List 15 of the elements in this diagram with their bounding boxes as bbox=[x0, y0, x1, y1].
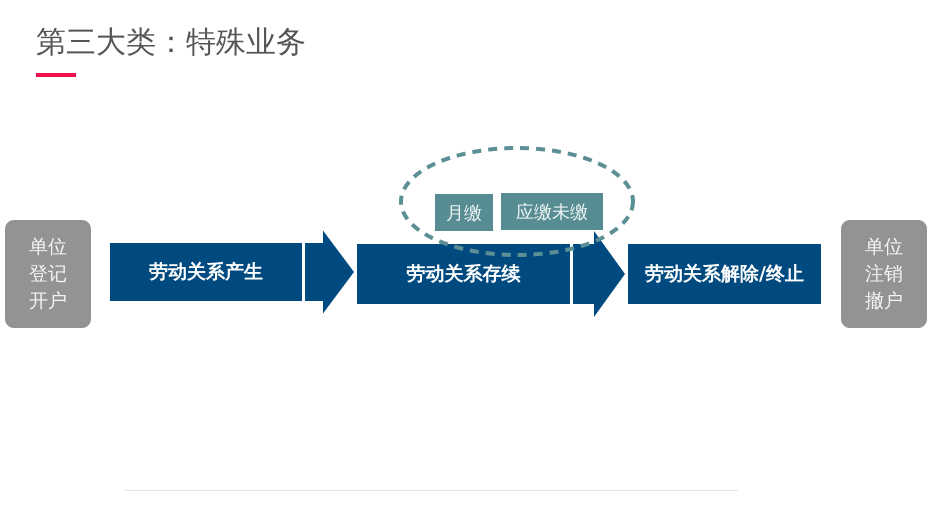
node-label: 应缴未缴 bbox=[516, 200, 588, 224]
process-box bbox=[628, 244, 821, 304]
node-label: 劳动关系解除/终止 bbox=[645, 262, 804, 287]
node-label: 单位注销撤户 bbox=[865, 234, 903, 314]
tag-box bbox=[501, 193, 603, 230]
account-box bbox=[5, 220, 91, 328]
process-box bbox=[357, 244, 570, 304]
node-label: 月缴 bbox=[446, 202, 482, 224]
process-box bbox=[110, 243, 302, 301]
node-label: 单位登记开户 bbox=[29, 234, 67, 314]
node-label: 劳动关系产生 bbox=[149, 260, 263, 285]
page-title: 第三大类：特殊业务 bbox=[36, 24, 306, 62]
node-label: 劳动关系存续 bbox=[406, 262, 520, 287]
tag-box bbox=[435, 194, 493, 231]
account-box bbox=[841, 220, 927, 328]
